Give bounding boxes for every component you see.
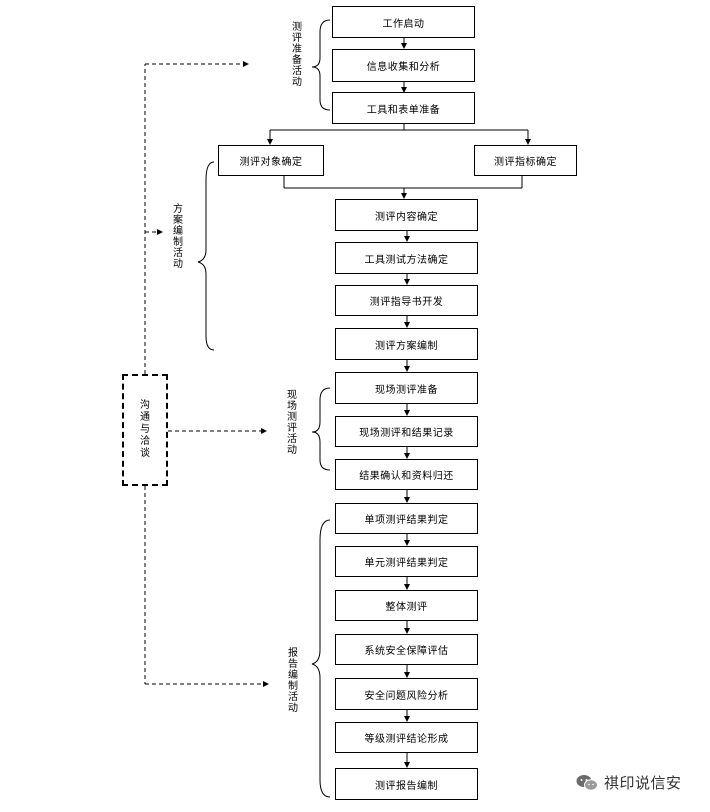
step-method-confirm: 工具测试方法确定 <box>335 242 478 274</box>
communication-label: 沟通与洽谈 <box>140 400 150 459</box>
step-report-compile: 测评报告编制 <box>335 768 478 800</box>
step-overall-eval: 整体测评 <box>335 590 478 621</box>
step-result-confirm: 结果确认和资料归还 <box>335 459 478 490</box>
prep-group-label: 测评准备活动 <box>292 22 302 88</box>
step-info-collect: 信息收集和分析 <box>332 49 475 82</box>
prep-brace <box>311 19 331 111</box>
step-field-prep: 现场测评准备 <box>335 372 478 404</box>
step-unit-judge: 单元测评结果判定 <box>335 546 478 577</box>
step-indicator-confirm: 测评指标确定 <box>474 145 577 176</box>
field-brace <box>311 387 331 471</box>
step-plan-compile: 测评方案编制 <box>335 328 478 360</box>
plan-brace <box>197 161 215 351</box>
step-guide-develop: 测评指导书开发 <box>335 285 478 316</box>
plan-group-label: 方案编制活动 <box>173 204 183 270</box>
report-group-label: 报告编制活动 <box>288 648 298 714</box>
step-content-confirm: 测评内容确定 <box>335 199 478 231</box>
step-single-judge: 单项测评结果判定 <box>335 503 478 534</box>
step-tool-prep: 工具和表单准备 <box>332 92 475 124</box>
step-work-start: 工作启动 <box>332 6 475 38</box>
step-field-record: 现场测评和结果记录 <box>335 416 478 447</box>
watermark: 祺印说信安 <box>576 772 682 793</box>
report-brace <box>311 519 331 798</box>
step-security-assess: 系统安全保障评估 <box>335 634 478 665</box>
step-target-confirm: 测评对象确定 <box>218 145 324 176</box>
wechat-icon <box>576 774 598 791</box>
step-risk-analysis: 安全问题风险分析 <box>335 678 478 710</box>
step-conclusion: 等级测评结论形成 <box>335 722 478 753</box>
communication-box: 沟通与洽谈 <box>122 374 168 486</box>
field-group-label: 现场测评活动 <box>287 390 297 456</box>
watermark-text: 祺印说信安 <box>604 774 682 792</box>
